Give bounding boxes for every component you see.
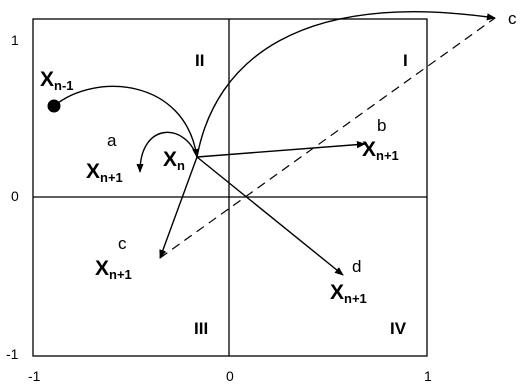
dashed-line-to-outside: [159, 17, 496, 259]
x-tick-right: 1: [424, 368, 432, 384]
tag-c: c: [118, 234, 127, 253]
tag-b: b: [377, 116, 386, 135]
arrow-current-to-b: [196, 141, 366, 158]
quadrant-label-1: I: [403, 51, 408, 70]
arrow-prev-to-current: [53, 85, 200, 158]
label-prev: Xn-1: [40, 68, 74, 93]
quadrant-label-4: IV: [390, 319, 407, 338]
label-next-b: Xn+1: [362, 138, 399, 163]
y-tick-top: 1: [11, 32, 19, 48]
arrow-current-to-d: [196, 156, 344, 276]
y-tick-mid: 0: [11, 188, 19, 204]
plot-frame: [32, 18, 428, 357]
arrow-current-to-outside: [196, 11, 496, 158]
label-next-d: Xn+1: [330, 281, 367, 306]
tag-d: d: [352, 257, 361, 276]
label-current: Xn: [163, 148, 185, 173]
label-next-c: Xn+1: [95, 257, 132, 282]
x-tick-mid: 0: [226, 368, 234, 384]
arrow-current-to-c: [159, 156, 198, 259]
tag-a: a: [107, 131, 117, 150]
x-tick-left: -1: [28, 368, 41, 384]
quadrant-label-3: III: [194, 319, 208, 338]
y-tick-bottom: -1: [6, 346, 19, 362]
tag-outside-c: c: [508, 9, 517, 28]
quadrant-label-2: II: [195, 51, 204, 70]
arrow-current-to-a: [136, 131, 198, 173]
label-next-a: Xn+1: [86, 160, 123, 185]
